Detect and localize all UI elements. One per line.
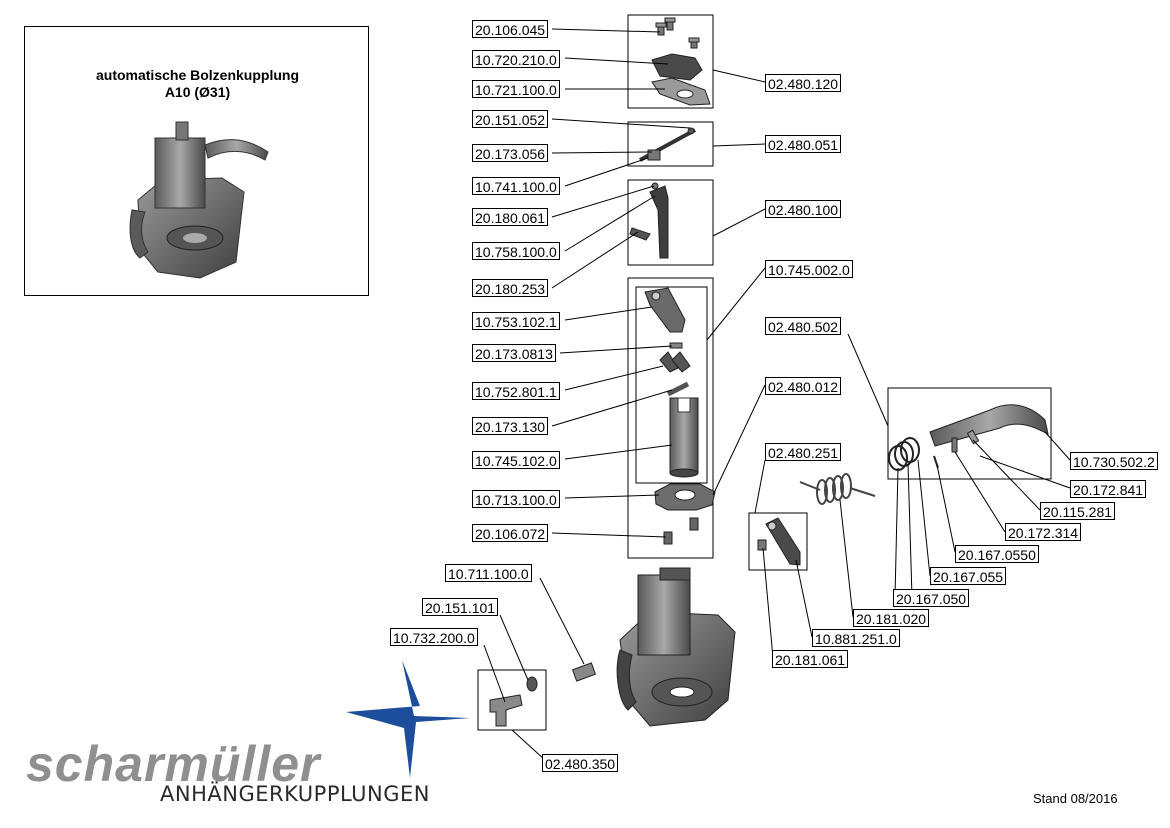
part-label-10.745.002.0: 10.745.002.0: [765, 260, 853, 278]
part-label-20.115.281: 20.115.281: [1040, 502, 1116, 520]
part-label-10.732.200.0: 10.732.200.0: [390, 628, 478, 646]
part-label-10.720.210.0: 10.720.210.0: [472, 50, 560, 68]
part-label-10.745.102.0: 10.745.102.0: [472, 451, 560, 469]
part-label-02.480.350: 02.480.350: [542, 754, 619, 772]
assembly-box-02.480.100: [627, 179, 714, 266]
part-label-20.172.841: 20.172.841: [1070, 480, 1147, 498]
part-label-20.172.314: 20.172.314: [1005, 523, 1082, 541]
part-label-20.173.0813: 20.173.0813: [472, 344, 556, 362]
assembly-box-02.480.251: [748, 512, 808, 571]
overview-panel: automatische Bolzenkupplung A10 (Ø31): [24, 26, 369, 296]
part-label-20.173.056: 20.173.056: [472, 144, 549, 162]
assembly-box-02.480.502: [887, 387, 1052, 480]
part-label-10.881.251.0: 10.881.251.0: [812, 629, 900, 647]
part-label-10.711.100.0: 10.711.100.0: [445, 564, 532, 582]
part-label-20.151.101: 20.151.101: [422, 598, 499, 616]
part-label-10.753.102.1: 10.753.102.1: [472, 312, 560, 330]
part-label-20.151.052: 20.151.052: [472, 110, 549, 128]
part-label-02.480.051: 02.480.051: [765, 135, 842, 153]
part-label-20.167.0550: 20.167.0550: [955, 545, 1039, 563]
brand-lightning-icon: [346, 660, 470, 778]
part-label-10.752.801.1: 10.752.801.1: [472, 382, 560, 400]
part-label-20.180.253: 20.180.253: [472, 279, 549, 297]
part-label-10.721.100.0: 10.721.100.0: [472, 80, 560, 98]
assembly-box-02.480.350: [477, 669, 547, 731]
part-label-02.480.120: 02.480.120: [765, 74, 842, 92]
overview-coupling-image: [129, 121, 269, 279]
part-label-20.106.045: 20.106.045: [472, 20, 549, 38]
revision-date: Stand 08/2016: [1033, 791, 1118, 806]
title-line-1: automatische Bolzenkupplung: [95, 67, 299, 83]
part-label-20.167.055: 20.167.055: [930, 567, 1007, 585]
brand-tagline: ANHÄNGERKUPPLUNGEN: [160, 782, 430, 806]
part-label-10.741.100.0: 10.741.100.0: [472, 177, 560, 195]
part-label-02.480.100: 02.480.100: [765, 200, 842, 218]
part-label-02.480.251: 02.480.251: [765, 443, 842, 461]
part-label-20.173.130: 20.173.130: [472, 417, 549, 435]
assembly-box-02.480.012: [627, 277, 714, 559]
assembly-box-10.745.002.0: [635, 286, 708, 484]
part-label-10.758.100.0: 10.758.100.0: [472, 242, 560, 260]
part-label-20.106.072: 20.106.072: [472, 524, 549, 542]
part-label-20.167.050: 20.167.050: [893, 589, 970, 607]
part-label-10.730.502.2: 10.730.502.2: [1070, 452, 1158, 470]
part-label-20.180.061: 20.180.061: [472, 208, 549, 226]
part-label-02.480.502: 02.480.502: [765, 317, 842, 335]
part-label-20.181.020: 20.181.020: [853, 609, 930, 627]
part-label-20.181.061: 20.181.061: [772, 650, 849, 668]
part-label-10.713.100.0: 10.713.100.0: [472, 490, 560, 508]
assembly-box-02.480.051: [627, 121, 714, 167]
part-label-02.480.012: 02.480.012: [765, 377, 842, 395]
title-line-2: A10 (Ø31): [164, 84, 231, 100]
brand-wordmark: scharmüller: [26, 736, 321, 792]
